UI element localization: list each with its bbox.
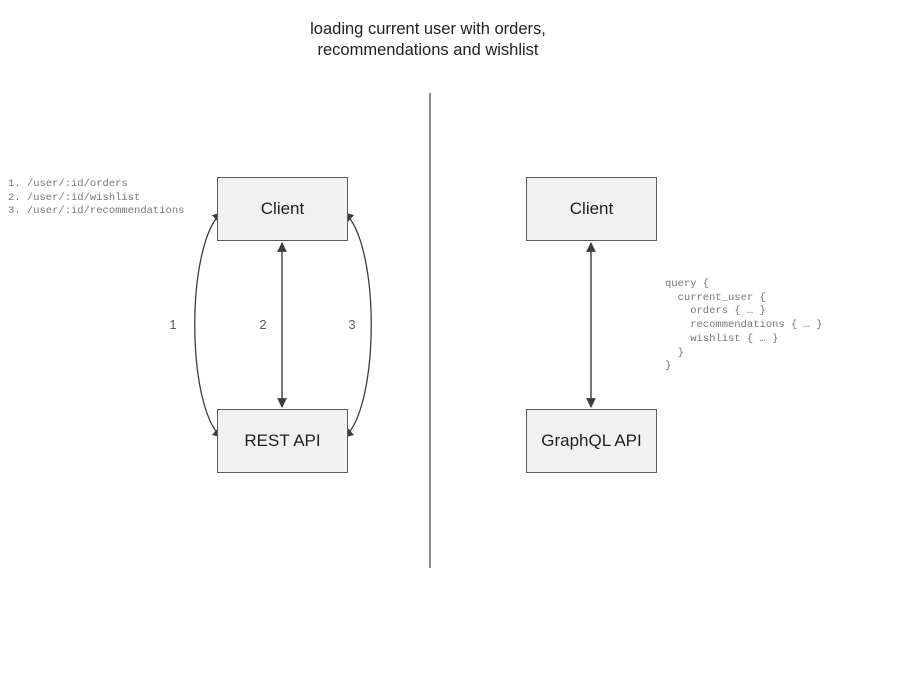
node-rest-api-label: REST API — [244, 431, 321, 450]
edge-label-3: 3 — [348, 317, 356, 332]
node-graphql-api-label: GraphQL API — [541, 431, 642, 450]
node-client-rest-label: Client — [260, 199, 305, 218]
node-graphql-api[interactable]: GraphQL API — [526, 409, 657, 473]
node-client-graphql[interactable]: Client — [526, 177, 657, 241]
rest-endpoints-list: 1. /user/:id/orders 2. /user/:id/wishlis… — [8, 178, 185, 218]
edge-label-2: 2 — [259, 317, 267, 332]
page-title: loading current user with orders, recomm… — [310, 20, 546, 59]
edge-1-curve-left — [194, 212, 222, 438]
node-rest-api[interactable]: REST API — [217, 409, 348, 473]
edge-label-1: 1 — [169, 317, 177, 332]
node-client-rest[interactable]: Client — [217, 177, 348, 241]
edge-3-curve-right — [344, 212, 372, 438]
node-client-graphql-label: Client — [569, 199, 614, 218]
graphql-query-snippet: query { current_user { orders { … } reco… — [665, 278, 823, 373]
